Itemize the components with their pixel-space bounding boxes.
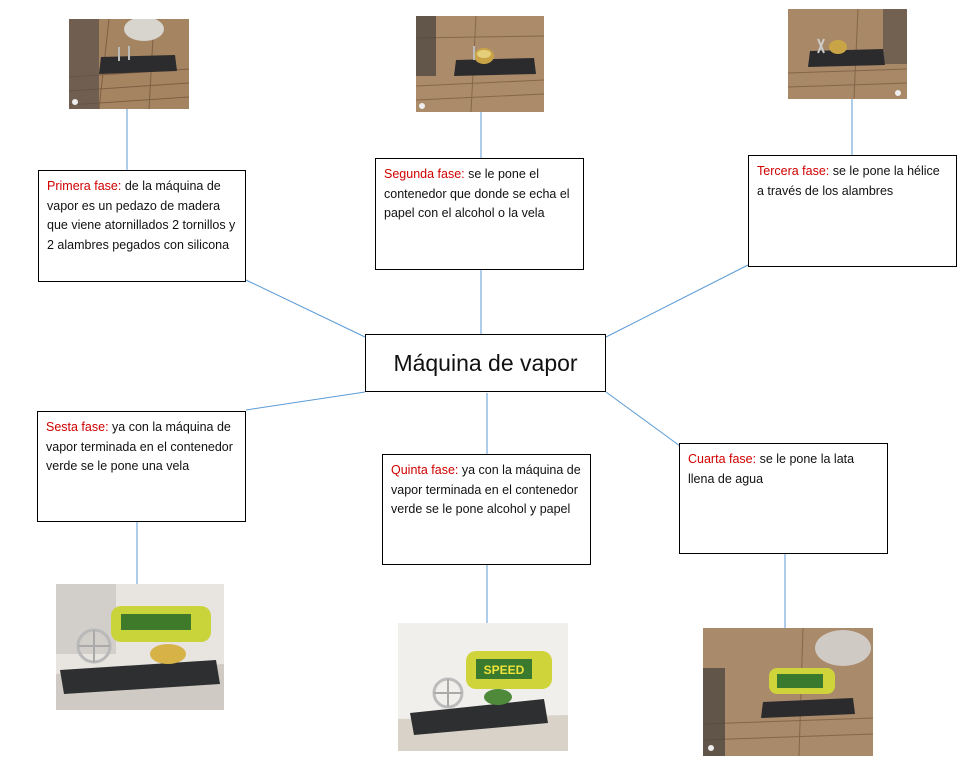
phase-label: Segunda fase: [384,167,465,181]
phase-text: ya con la máquina de vapor terminada en … [46,420,233,473]
phase-text: se le pone la lata llena de agua [688,452,855,486]
phase-box-quinta: Quinta fase: ya con la máquina de vapor … [382,454,591,565]
phase-text: se le pone el contenedor que donde se ec… [384,167,570,220]
phase-label: Cuarta fase: [688,452,757,466]
photo-fase6 [56,584,224,710]
phase-box-primera: Primera fase: de la máquina de vapor es … [38,170,246,282]
photo-fase1 [69,19,189,109]
photo-fase2 [416,16,544,112]
phase-text: de la máquina de vapor es un pedazo de m… [47,179,236,252]
photo-fase5: SPEED [398,623,568,751]
phase-box-sesta: Sesta fase: ya con la máquina de vapor t… [37,411,246,522]
phase-box-segunda: Segunda fase: se le pone el contenedor q… [375,158,584,270]
phase-box-tercera: Tercera fase: se le pone la hélice a tra… [748,155,957,267]
phase-box-cuarta: Cuarta fase: se le pone la lata llena de… [679,443,888,554]
connector-fase3 [605,264,749,338]
phase-label: Primera fase: [47,179,122,193]
connector-fase4 [605,391,681,447]
photo-fase3 [788,9,907,99]
phase-label: Quinta fase: [391,463,459,477]
phase-text: ya con la máquina de vapor terminada en … [391,463,581,516]
phase-label: Sesta fase: [46,420,109,434]
can-label-text: SPEED [484,663,525,677]
connector-fase1 [245,279,366,338]
phase-text: se le pone la hélice a través de los ala… [757,164,940,198]
photo-fase4 [703,628,873,756]
central-topic: Máquina de vapor [365,334,606,392]
connector-fase6 [245,391,366,411]
central-topic-title: Máquina de vapor [393,349,578,376]
phase-label: Tercera fase: [757,164,830,178]
